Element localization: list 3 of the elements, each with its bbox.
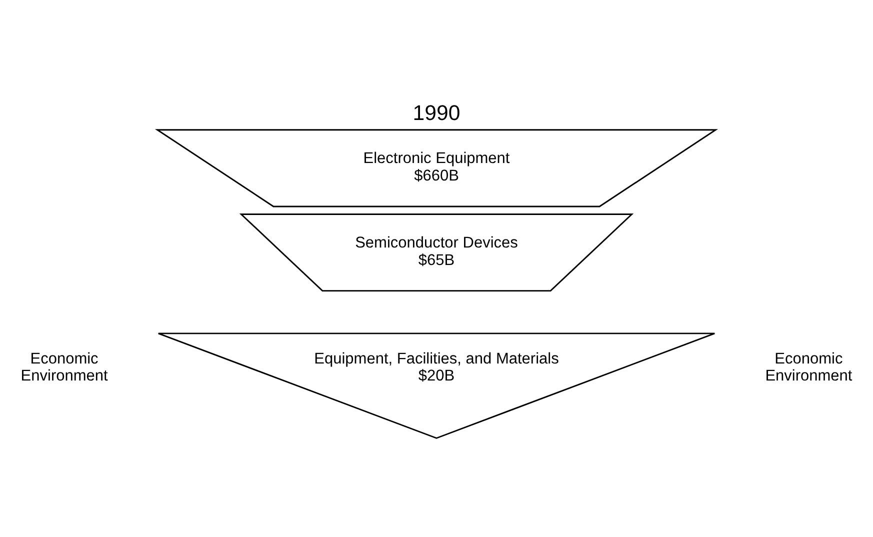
label: Economic Environment: [765, 350, 852, 385]
label: Economic Environment: [20, 350, 108, 385]
diagram-title: 1990: [412, 100, 460, 125]
